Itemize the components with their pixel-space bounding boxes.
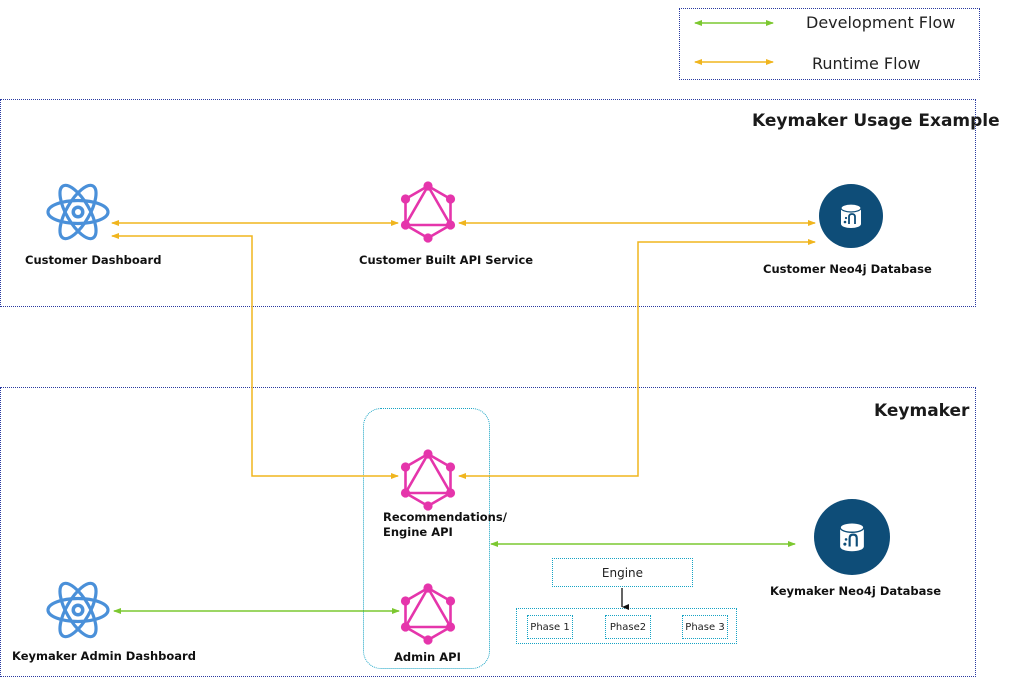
- legend-runtime-label: Runtime Flow: [812, 54, 921, 73]
- phase-3-label: Phase 3: [685, 621, 725, 633]
- phase-2-label: Phase2: [609, 621, 647, 633]
- engine-api-label-line1: Recommendations/: [383, 510, 507, 524]
- neo4j-database-icon: [814, 499, 890, 575]
- phase-2-box: Phase2: [605, 615, 651, 639]
- customer-dashboard-label: Customer Dashboard: [25, 253, 162, 267]
- engine-label: Engine: [601, 565, 644, 580]
- legend-box: [679, 8, 980, 80]
- admin-dashboard-label: Keymaker Admin Dashboard: [12, 649, 196, 663]
- keymaker-title: Keymaker: [874, 401, 970, 421]
- api-group-box: [363, 408, 490, 669]
- legend-development-label: Development Flow: [806, 13, 956, 32]
- customer-db-label: Customer Neo4j Database: [763, 262, 932, 276]
- engine-api-to-customer-db-flow: [458, 239, 816, 479]
- customer-api-label: Customer Built API Service: [359, 253, 534, 267]
- usage-example-title: Keymaker Usage Example: [752, 111, 1000, 131]
- phase-1-box: Phase 1: [527, 615, 573, 639]
- dashboard-to-engine-api-flow: [111, 233, 399, 479]
- graphql-icon: [400, 583, 456, 645]
- keymaker-db-label: Keymaker Neo4j Database: [770, 584, 942, 598]
- graphql-icon: [400, 449, 456, 511]
- phase-3-box: Phase 3: [682, 615, 728, 639]
- admin-api-label: Admin API: [394, 650, 461, 664]
- engine-api-label-line2: Engine API: [383, 525, 453, 539]
- react-icon: [46, 183, 110, 241]
- graphql-icon: [400, 181, 456, 243]
- engine-box: Engine: [552, 558, 693, 587]
- neo4j-database-icon: [819, 184, 883, 248]
- react-icon: [46, 581, 110, 639]
- phase-1-label: Phase 1: [530, 621, 570, 633]
